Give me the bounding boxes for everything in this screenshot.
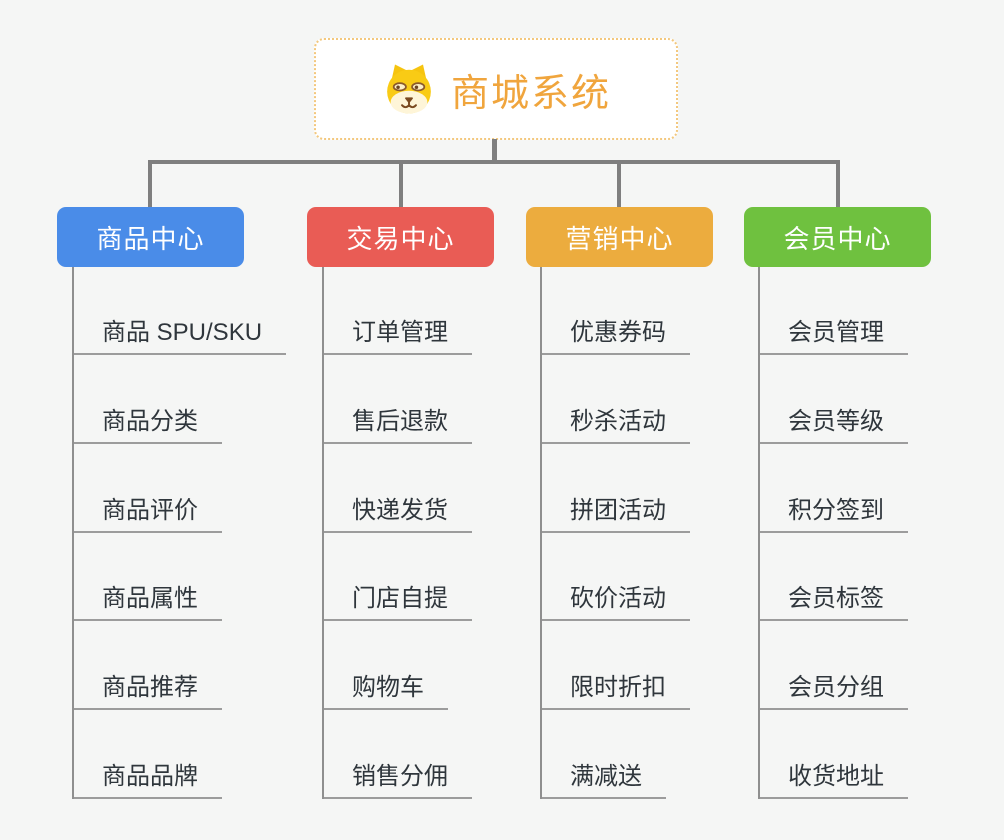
leaf-node[interactable]: 销售分佣 <box>324 710 472 799</box>
leaf-node[interactable]: 商品推荐 <box>74 621 222 711</box>
leaf-node[interactable]: 快递发货 <box>324 444 472 533</box>
leaf-node[interactable]: 订单管理 <box>324 267 472 355</box>
leaf-label: 会员管理 <box>788 319 884 346</box>
connector-horizontal-bus <box>148 160 840 164</box>
leaf-label: 会员等级 <box>788 407 884 435</box>
leaf-node[interactable]: 商品品牌 <box>74 710 222 799</box>
branch-label: 营销中心 <box>565 223 674 254</box>
leaf-label: 积分签到 <box>788 496 884 524</box>
shiba-dog-face-icon <box>387 64 431 114</box>
leaf-label: 售后退款 <box>352 407 448 435</box>
leaf-label: 限时折扣 <box>570 674 666 702</box>
dog-eye-left <box>392 82 407 92</box>
leaf-label: 门店自提 <box>352 585 448 613</box>
leaf-label: 商品属性 <box>102 585 198 613</box>
branch-label: 交易中心 <box>346 223 455 254</box>
leaf-node[interactable]: 售后退款 <box>324 355 472 444</box>
dog-nose <box>405 97 413 103</box>
branch-node-member-center[interactable]: 会员中心 <box>744 207 931 267</box>
leaf-label: 拼团活动 <box>570 496 666 524</box>
leaf-node[interactable]: 满减送 <box>542 710 666 799</box>
leaf-label: 订单管理 <box>352 319 448 346</box>
leaf-label: 商品品牌 <box>102 762 198 790</box>
leaf-label: 商品评价 <box>102 496 198 524</box>
leaf-label: 购物车 <box>352 674 424 702</box>
leaf-node[interactable]: 商品属性 <box>74 533 222 622</box>
dog-mouth <box>401 101 417 109</box>
root-title: 商城系统 <box>450 72 611 115</box>
branch-node-trade-center[interactable]: 交易中心 <box>307 207 494 267</box>
connector-drop-trade-center <box>399 160 403 208</box>
branch-children-member-center: 会员管理 会员等级 积分签到 会员标签 会员分组 收货地址 <box>758 267 908 799</box>
leaf-label: 砍价活动 <box>570 585 666 613</box>
branch-label: 会员中心 <box>783 223 892 254</box>
dog-pupil-left <box>396 85 400 89</box>
connector-drop-marketing-center <box>617 160 621 208</box>
branch-label: 商品中心 <box>96 223 205 254</box>
leaf-node[interactable]: 商品 SPU/SKU <box>74 267 287 355</box>
dog-eye-right <box>411 82 426 92</box>
leaf-node[interactable]: 会员管理 <box>760 267 908 355</box>
dog-pupil-right <box>414 85 419 89</box>
leaf-label: 商品推荐 <box>102 674 198 702</box>
branch-children-marketing-center: 优惠券码 秒杀活动 拼团活动 砍价活动 限时折扣 满减送 <box>540 267 690 799</box>
branch-children-product-center: 商品 SPU/SKU 商品分类 商品评价 商品属性 商品推荐 商品品牌 <box>72 267 287 799</box>
leaf-node[interactable]: 会员分组 <box>760 621 908 711</box>
leaf-node[interactable]: 秒杀活动 <box>542 355 690 444</box>
leaf-node[interactable]: 优惠券码 <box>542 267 690 355</box>
leaf-label: 优惠券码 <box>570 319 666 346</box>
leaf-node[interactable]: 限时折扣 <box>542 621 690 711</box>
leaf-node[interactable]: 会员标签 <box>760 533 908 622</box>
leaf-label: 收货地址 <box>788 762 884 790</box>
leaf-node[interactable]: 会员等级 <box>760 355 908 444</box>
leaf-node[interactable]: 积分签到 <box>760 444 908 533</box>
leaf-label: 会员分组 <box>788 674 884 702</box>
connector-drop-product-center <box>148 160 152 208</box>
branch-children-trade-center: 订单管理 售后退款 快递发货 门店自提 购物车 销售分佣 <box>322 267 472 799</box>
connector-drop-member-center <box>836 160 840 208</box>
leaf-node[interactable]: 收货地址 <box>760 710 908 799</box>
leaf-node[interactable]: 砍价活动 <box>542 533 690 622</box>
leaf-node[interactable]: 商品评价 <box>74 444 222 533</box>
leaf-node[interactable]: 拼团活动 <box>542 444 690 533</box>
leaf-label: 销售分佣 <box>352 762 448 790</box>
leaf-label: 满减送 <box>570 762 642 790</box>
leaf-label: 商品分类 <box>102 407 198 435</box>
leaf-node[interactable]: 商品分类 <box>74 355 222 444</box>
leaf-label: 快递发货 <box>352 496 448 524</box>
branch-node-marketing-center[interactable]: 营销中心 <box>526 207 713 267</box>
connector-root-stub <box>492 139 497 162</box>
leaf-node[interactable]: 购物车 <box>324 621 448 711</box>
root-node[interactable]: 商城系统 <box>314 38 678 140</box>
leaf-label: 秒杀活动 <box>570 407 666 435</box>
leaf-label: 商品 SPU/SKU <box>102 319 263 346</box>
branch-node-product-center[interactable]: 商品中心 <box>57 207 244 267</box>
leaf-node[interactable]: 门店自提 <box>324 533 472 622</box>
leaf-label: 会员标签 <box>788 585 884 613</box>
